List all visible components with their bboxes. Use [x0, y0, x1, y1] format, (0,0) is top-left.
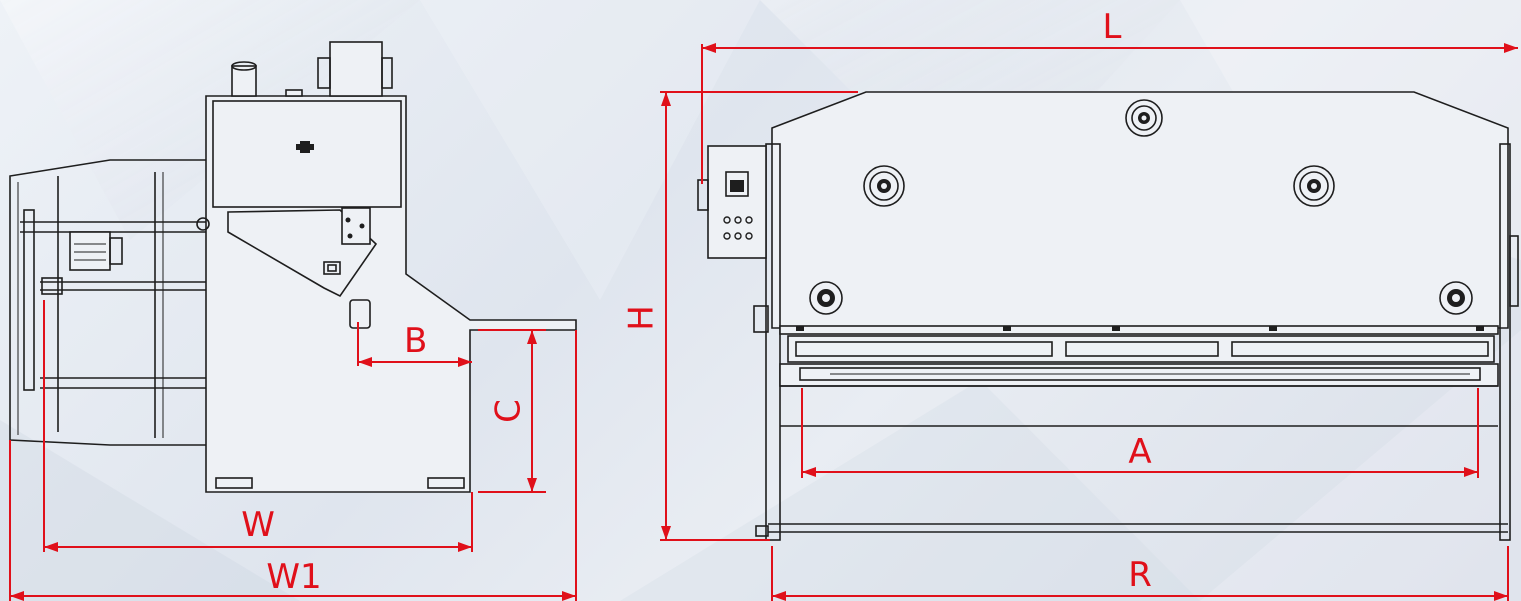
dim-label-l: L: [1103, 7, 1122, 47]
motor: [69, 231, 111, 271]
flange-left: [809, 281, 843, 315]
front-view-machine: [697, 91, 1519, 541]
gear-symbol: [296, 141, 314, 153]
side-body: [205, 95, 577, 493]
dim-label-h: H: [622, 305, 662, 331]
gear-2: [1125, 99, 1163, 137]
front-body: [771, 91, 1509, 329]
flange-right: [1439, 281, 1473, 315]
front-dimensions: L H A R: [622, 7, 1518, 601]
gear-3: [1293, 165, 1335, 207]
dim-label-w: W: [241, 505, 275, 545]
control-panel: [707, 145, 767, 259]
gear-1: [863, 165, 905, 207]
dim-label-b: B: [404, 321, 427, 361]
side-view-machine: [9, 41, 577, 493]
dim-label-w1: W1: [266, 557, 321, 597]
side-dimensions: B C W W1: [9, 300, 577, 601]
dim-label-c: C: [489, 399, 529, 423]
dim-label-r: R: [1128, 555, 1152, 595]
dim-label-a: A: [1128, 432, 1151, 472]
